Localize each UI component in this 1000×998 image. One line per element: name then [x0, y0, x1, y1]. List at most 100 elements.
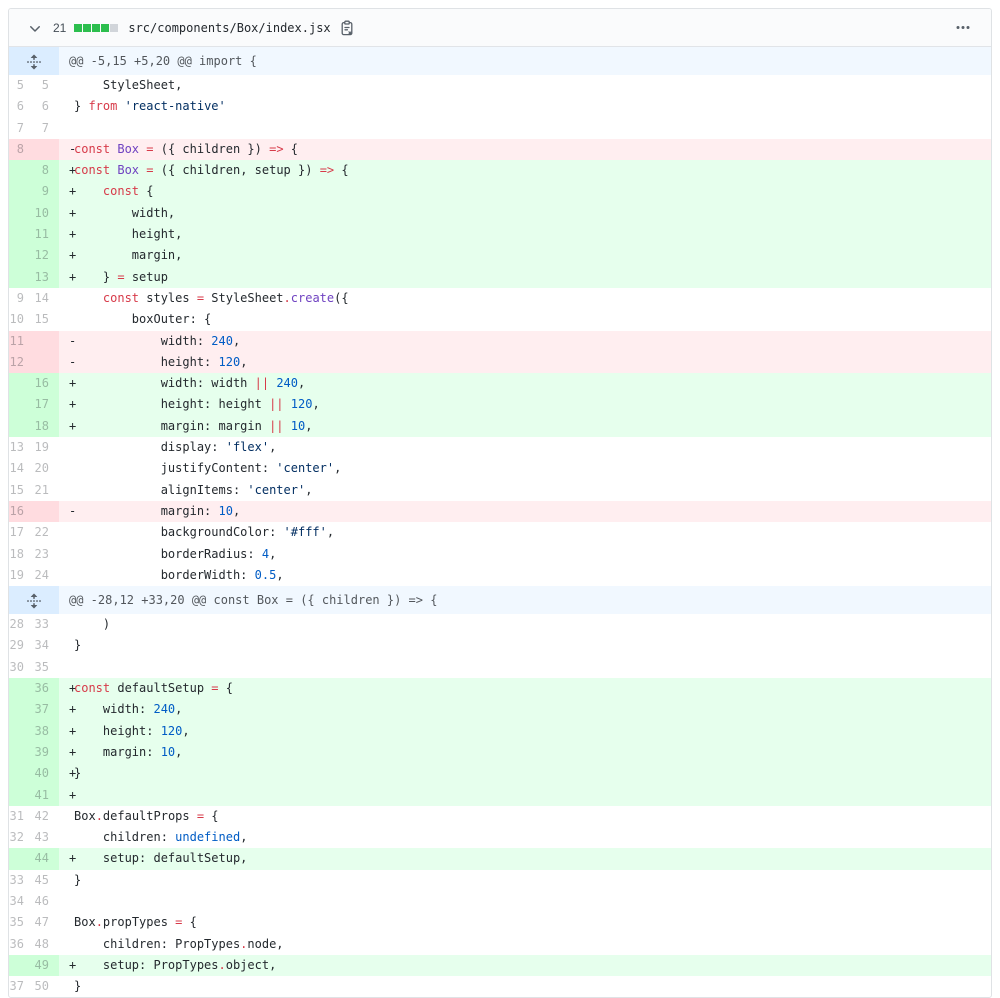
new-line-number[interactable]: 8	[34, 160, 59, 182]
new-line-number[interactable]: 12	[34, 245, 59, 267]
old-line-number[interactable]	[9, 245, 34, 267]
new-line-number[interactable]: 9	[34, 181, 59, 203]
old-line-number[interactable]: 8	[9, 138, 34, 161]
new-line-number[interactable]: 7	[41, 120, 49, 135]
old-line-number[interactable]: 10	[9, 312, 24, 327]
old-line-number[interactable]: 32	[9, 830, 24, 845]
old-line-number[interactable]: 15	[9, 482, 24, 497]
file-path-link[interactable]: src/components/Box/index.jsx	[128, 20, 331, 35]
old-line-number[interactable]: 5	[16, 78, 24, 92]
new-line-number[interactable]	[34, 500, 59, 523]
new-line-number[interactable]: 16	[34, 373, 59, 395]
new-line-number[interactable]: 21	[34, 482, 49, 497]
new-line-number[interactable]: 40	[34, 763, 59, 785]
copy-path-icon[interactable]	[339, 20, 355, 36]
new-line-number[interactable]: 44	[34, 848, 59, 870]
old-line-number[interactable]	[9, 394, 34, 416]
new-line-number[interactable]: 48	[34, 936, 49, 951]
kebab-menu-icon[interactable]	[949, 18, 977, 38]
old-line-number[interactable]: 37	[9, 979, 24, 994]
chevron-down-icon[interactable]	[25, 18, 45, 38]
new-line-number[interactable]: 24	[34, 567, 49, 582]
new-line-number[interactable]: 39	[34, 741, 59, 764]
new-line-number[interactable]: 5	[41, 78, 49, 92]
new-line-number[interactable]: 38	[34, 720, 59, 742]
new-line-number[interactable]: 15	[34, 312, 49, 327]
new-line-number[interactable]	[34, 351, 59, 374]
old-line-number[interactable]: 34	[9, 893, 24, 908]
old-line-number[interactable]: 35	[9, 915, 24, 930]
new-line-number[interactable]: 23	[34, 546, 49, 561]
old-line-number[interactable]: 6	[16, 99, 24, 114]
old-line-number[interactable]	[9, 266, 34, 288]
old-line-number[interactable]: 17	[9, 525, 24, 540]
new-line-number[interactable]: 49	[34, 954, 59, 977]
old-line-number[interactable]: 7	[16, 120, 24, 135]
old-line-number[interactable]	[9, 224, 34, 246]
new-line-number[interactable]: 43	[34, 830, 49, 845]
new-line-number[interactable]: 17	[34, 394, 59, 416]
old-line-number[interactable]: 12	[9, 351, 34, 374]
old-line-number[interactable]: 9	[16, 290, 24, 305]
old-line-number[interactable]	[9, 160, 34, 182]
new-line-number[interactable]: 36	[34, 678, 59, 700]
old-line-number[interactable]	[9, 848, 34, 870]
old-line-number[interactable]	[9, 699, 34, 721]
code-line	[59, 118, 991, 139]
new-line-number[interactable]: 33	[34, 617, 49, 632]
old-line-number[interactable]: 36	[9, 936, 24, 951]
old-line-number[interactable]: 31	[9, 808, 24, 823]
new-line-number[interactable]: 19	[34, 440, 49, 455]
old-line-number[interactable]: 29	[9, 638, 24, 653]
hunk-header-text: @@ -5,15 +5,20 @@ import {	[59, 47, 991, 75]
new-line-number[interactable]: 22	[34, 525, 49, 540]
old-line-number[interactable]: 14	[9, 461, 24, 476]
old-line-number[interactable]: 18	[9, 546, 24, 561]
old-line-number[interactable]	[9, 678, 34, 700]
new-line-number[interactable]: 42	[34, 808, 49, 823]
diff-line-add: 9+ const {	[9, 181, 991, 203]
new-line-number[interactable]: 37	[34, 699, 59, 721]
expand-hunk-button[interactable]	[9, 47, 59, 75]
new-line-number[interactable]: 18	[34, 415, 59, 438]
old-line-number[interactable]	[9, 954, 34, 977]
diff-marker: -	[69, 333, 77, 348]
new-line-number[interactable]: 47	[34, 915, 49, 930]
new-line-number[interactable]: 14	[34, 290, 49, 305]
new-line-number[interactable]	[34, 138, 59, 161]
code-text: width: 240,	[74, 333, 241, 348]
new-line-number[interactable]: 34	[34, 638, 49, 653]
code-line: + height: 120,	[59, 720, 991, 742]
new-line-number[interactable]	[34, 330, 59, 352]
old-line-number[interactable]	[9, 415, 34, 438]
old-line-number[interactable]	[9, 202, 34, 225]
old-line-number[interactable]	[9, 741, 34, 764]
new-line-number[interactable]: 50	[34, 979, 49, 994]
old-line-number[interactable]: 28	[9, 617, 24, 632]
diff-line-add: 44+ setup: defaultSetup,	[9, 848, 991, 870]
code-text: boxOuter: {	[74, 312, 212, 327]
new-line-number[interactable]: 10	[34, 202, 59, 225]
old-line-number[interactable]: 33	[9, 872, 24, 887]
old-line-number[interactable]: 11	[9, 330, 34, 352]
old-line-number[interactable]: 30	[9, 659, 24, 674]
old-line-number[interactable]: 19	[9, 567, 24, 582]
old-line-number[interactable]	[9, 373, 34, 395]
old-line-number[interactable]: 16	[9, 500, 34, 523]
new-line-number[interactable]: 41	[34, 784, 59, 806]
new-line-number[interactable]: 13	[34, 266, 59, 288]
old-line-number[interactable]	[9, 763, 34, 785]
new-line-number[interactable]: 6	[41, 99, 49, 114]
old-line-number[interactable]	[9, 181, 34, 203]
old-line-number[interactable]	[9, 784, 34, 806]
old-line-number[interactable]	[9, 720, 34, 742]
new-line-number[interactable]: 45	[34, 872, 49, 887]
new-line-number[interactable]: 20	[34, 461, 49, 476]
code-line: + width,	[59, 202, 991, 225]
new-line-number[interactable]: 35	[34, 659, 49, 674]
new-line-number[interactable]: 11	[34, 224, 59, 246]
expand-hunk-button[interactable]	[9, 586, 59, 615]
old-line-number[interactable]: 13	[9, 440, 24, 455]
new-line-number[interactable]: 46	[34, 893, 49, 908]
